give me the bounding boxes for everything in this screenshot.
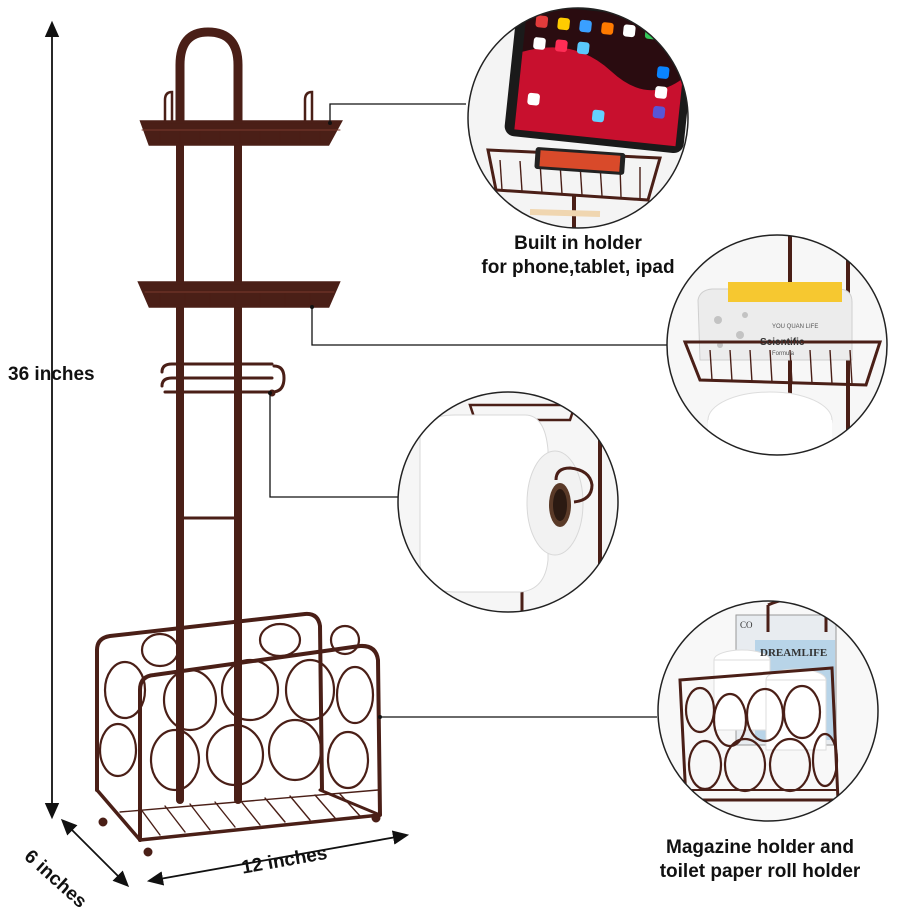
magazine-holder-caption-line2: toilet paper roll holder bbox=[659, 861, 861, 882]
magazine-holder-caption: Magazine holder and toilet paper roll ho… bbox=[632, 836, 888, 884]
wipes-lid bbox=[728, 282, 842, 302]
leader-lines bbox=[269, 103, 668, 718]
detail-roll-holder bbox=[397, 391, 619, 613]
magazine-edge-label: CO bbox=[740, 620, 753, 630]
detail-tablet-holder bbox=[467, 7, 689, 229]
phone-holder-caption-line1: Built in holder bbox=[514, 233, 642, 254]
detail-magazine-basket bbox=[657, 600, 879, 822]
wipes-sub-label: Formula bbox=[772, 351, 795, 357]
height-label: 36 inches bbox=[8, 364, 95, 385]
phone-holder-caption: Built in holder for phone,tablet, ipad bbox=[440, 232, 716, 280]
wipes-label-line1: YOU QUAN LIFE bbox=[772, 324, 818, 330]
magazine-holder-caption-line1: Magazine holder and bbox=[666, 837, 854, 858]
wipes-brand-label: Scientific bbox=[760, 337, 805, 348]
phone-holder-caption-line2: for phone,tablet, ipad bbox=[481, 257, 675, 278]
toilet-paper-stand bbox=[95, 27, 382, 857]
magazine-title-label: DREAMLIFE bbox=[760, 647, 827, 659]
depth-arrow bbox=[60, 818, 130, 888]
width-arrow bbox=[146, 830, 410, 886]
detail-wipes-shelf bbox=[666, 234, 888, 456]
